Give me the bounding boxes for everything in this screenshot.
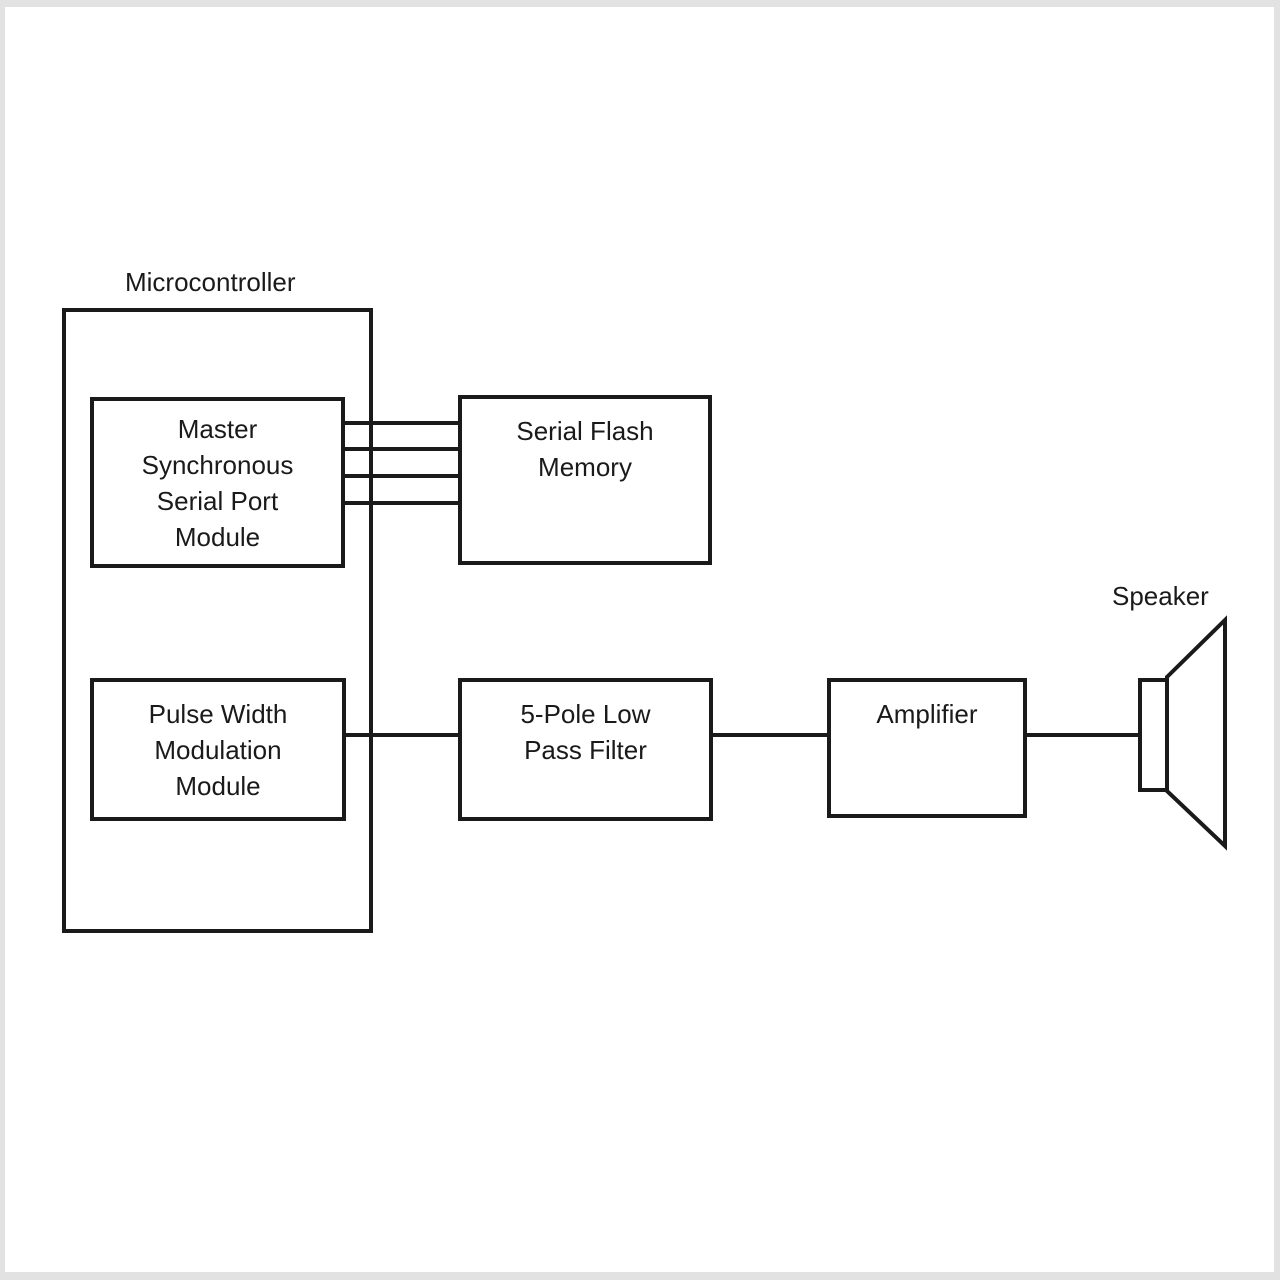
amplifier-label: Amplifier [876, 699, 978, 729]
speaker-icon [1138, 615, 1227, 851]
microcontroller-label: Microcontroller [125, 267, 296, 297]
speaker-label: Speaker [1112, 581, 1209, 611]
serial-flash-memory-label-line1: Serial Flash [516, 416, 654, 446]
mssp-module-label-line1: Master [177, 414, 258, 444]
low-pass-filter-box: 5-Pole Low Pass Filter [458, 678, 713, 821]
wire-filter-amplifier [713, 733, 827, 737]
amplifier-box: Amplifier [827, 678, 1027, 818]
mssp-module-box: Master Synchronous Serial Port Module [90, 397, 345, 568]
wire-amplifier-speaker [1027, 733, 1138, 737]
wire-mssp-flash-3 [345, 474, 458, 478]
wire-mssp-flash-2 [345, 447, 458, 451]
mssp-module-label-line2: Synchronous [141, 450, 294, 480]
wire-pwm-filter [346, 733, 458, 737]
mssp-module-label-line4: Module [174, 522, 261, 552]
wire-mssp-flash-4 [345, 501, 458, 505]
pwm-module-box: Pulse Width Modulation Module [90, 678, 346, 821]
wire-mssp-flash-1 [345, 421, 458, 425]
serial-flash-memory-label-line2: Memory [538, 452, 632, 482]
pwm-module-label-line1: Pulse Width [148, 699, 288, 729]
mssp-module-label-line3: Serial Port [156, 486, 279, 516]
low-pass-filter-label-line1: 5-Pole Low [520, 699, 651, 729]
pwm-module-label-line3: Module [175, 771, 261, 801]
low-pass-filter-label-line2: Pass Filter [524, 735, 647, 765]
pwm-module-label-line2: Modulation [154, 735, 282, 765]
serial-flash-memory-box: Serial Flash Memory [458, 395, 712, 565]
